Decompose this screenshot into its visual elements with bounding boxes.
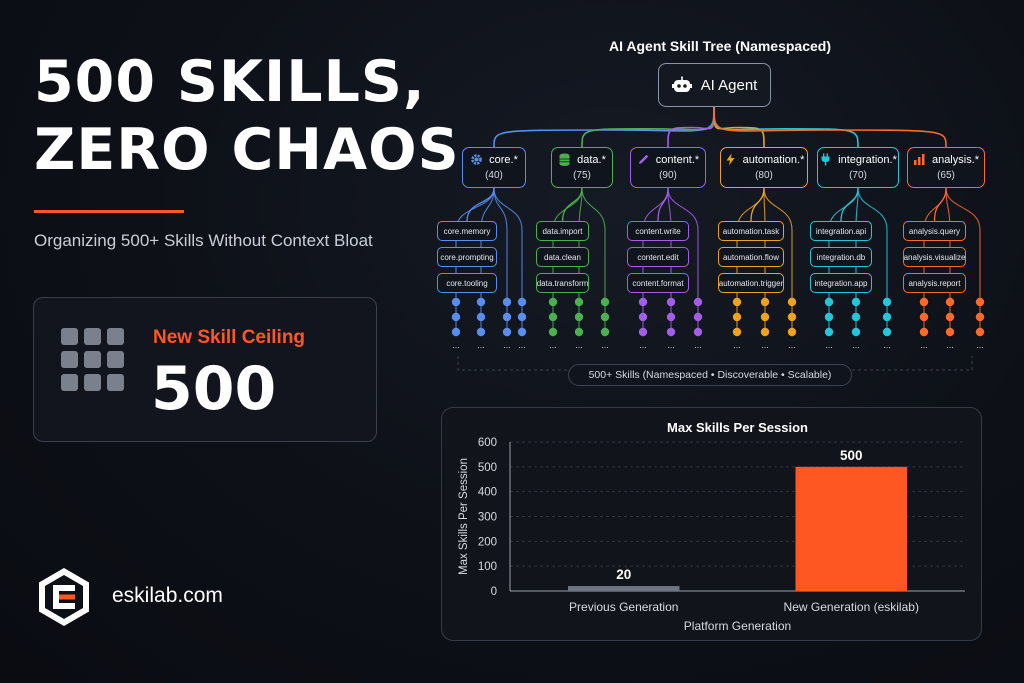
namespace-label: core.*: [489, 153, 518, 166]
y-tick-label: 500: [478, 462, 497, 474]
chart-title: Max Skills Per Session: [667, 420, 808, 435]
title-line-1: 500 SKILLS,: [34, 49, 426, 115]
y-tick-label: 100: [478, 561, 497, 573]
skill-integration-app[interactable]: integration.app: [810, 273, 872, 293]
robot-icon: [671, 76, 692, 92]
namespace-count: (80): [755, 169, 773, 181]
namespace-head: analysis.*: [913, 153, 979, 167]
namespace-head: integration.*: [819, 153, 897, 167]
skill-core-memory[interactable]: core.memory: [437, 221, 497, 241]
namespace-label: content.*: [655, 153, 700, 166]
ai-agent-node[interactable]: AI Agent: [658, 63, 771, 107]
title-line-2: ZERO CHAOS: [34, 117, 460, 183]
stat-label: New Skill Ceiling: [153, 327, 306, 348]
y-tick-label: 0: [491, 586, 497, 598]
namespace-count: (75): [573, 169, 591, 181]
accent-divider: [34, 210, 184, 213]
namespace-head: core.*: [470, 153, 518, 167]
ai-agent-label: AI Agent: [700, 76, 758, 94]
bar-previous-generation: [568, 586, 680, 591]
stat-card: New Skill Ceiling 500: [33, 297, 377, 442]
x-tick-label: Previous Generation: [569, 600, 678, 614]
skill-analysis-report[interactable]: analysis.report: [903, 273, 966, 293]
namespace-label: data.*: [577, 153, 606, 166]
bar-value-label: 20: [616, 567, 631, 582]
page-title: 500 SKILLS, ZERO CHAOS: [34, 48, 460, 184]
y-tick-label: 300: [478, 512, 497, 524]
skill-content-format[interactable]: content.format: [627, 273, 689, 293]
y-tick-label: 200: [478, 536, 497, 548]
page-subtitle: Organizing 500+ Skills Without Context B…: [34, 231, 373, 250]
brand-site-link[interactable]: eskilab.com: [112, 584, 223, 607]
y-tick-label: 400: [478, 487, 497, 499]
bar-new-generation: [795, 466, 907, 591]
namespace-count: (70): [849, 169, 867, 181]
namespace-head: data.*: [558, 153, 606, 167]
skill-data-import[interactable]: data.import: [536, 221, 589, 241]
database-icon: [559, 153, 570, 166]
eskilab-logo-icon: [39, 568, 89, 626]
skill-automation-trigger[interactable]: automation.trigger: [718, 273, 784, 293]
namespace-count: (40): [485, 169, 503, 181]
tree-caption: 500+ Skills (Namespaced • Discoverable •…: [568, 364, 852, 386]
namespace-count: (90): [659, 169, 677, 181]
bar-value-label: 500: [840, 448, 863, 463]
skill-integration-api[interactable]: integration.api: [810, 221, 872, 241]
bar-chart-icon: [913, 154, 925, 165]
skill-content-edit[interactable]: content.edit: [627, 247, 689, 267]
namespace-head: content.*: [637, 153, 699, 167]
namespace-head: automation.*: [724, 153, 805, 167]
lightning-icon: [726, 153, 735, 166]
namespace-count: (65): [937, 169, 955, 181]
skill-core-tooling[interactable]: core.tooling: [437, 273, 497, 293]
skill-content-write[interactable]: content.write: [627, 221, 689, 241]
skill-data-transform[interactable]: data.transform: [536, 273, 589, 293]
namespace-node-integration[interactable]: integration.* (70): [817, 147, 899, 188]
namespace-node-analysis[interactable]: analysis.* (65): [907, 147, 985, 188]
skill-data-clean[interactable]: data.clean: [536, 247, 589, 267]
skill-analysis-visualize[interactable]: analysis.visualize: [903, 247, 966, 267]
namespace-node-automation[interactable]: automation.* (80): [720, 147, 808, 188]
y-tick-label: 600: [478, 437, 497, 449]
skill-core-prompting[interactable]: core.prompting: [437, 247, 497, 267]
namespace-node-content[interactable]: content.* (90): [630, 147, 706, 188]
x-axis-title: Platform Generation: [684, 619, 791, 633]
namespace-node-core[interactable]: core.* (40): [462, 147, 526, 188]
skill-automation-task[interactable]: automation.task: [718, 221, 784, 241]
tree-title: AI Agent Skill Tree (Namespaced): [609, 38, 831, 54]
skill-analysis-query[interactable]: analysis.query: [903, 221, 966, 241]
y-axis-title: Max Skills Per Session: [458, 458, 470, 575]
skill-automation-flow[interactable]: automation.flow: [718, 247, 784, 267]
namespace-label: automation.*: [742, 153, 805, 166]
x-tick-label: New Generation (eskilab): [784, 600, 919, 614]
namespace-node-data[interactable]: data.* (75): [551, 147, 613, 188]
plug-icon: [821, 153, 830, 166]
gear-icon: [471, 154, 482, 165]
namespace-label: integration.*: [838, 153, 897, 166]
grid-icon: [61, 328, 124, 391]
namespace-label: analysis.*: [931, 153, 980, 166]
stat-value: 500: [151, 354, 277, 424]
skill-integration-db[interactable]: integration.db: [810, 247, 872, 267]
pencil-icon: [638, 154, 649, 164]
